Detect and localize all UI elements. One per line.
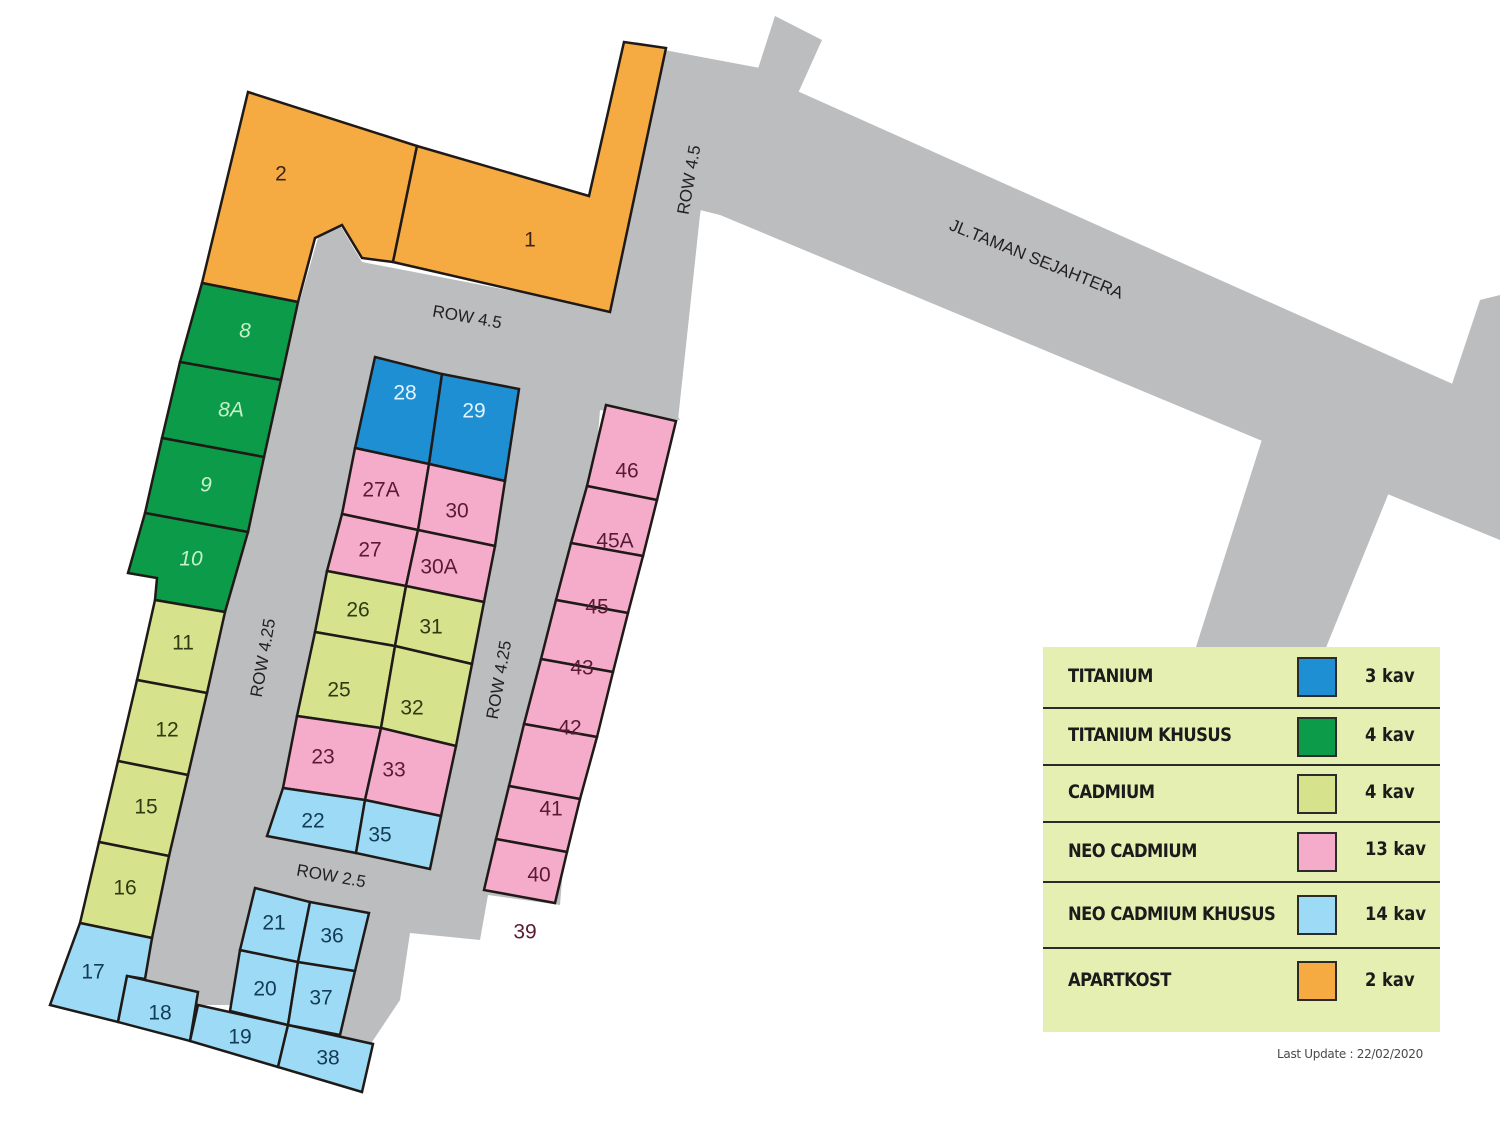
legend-item-titanium: TITANIUM 3 kav <box>1043 647 1440 709</box>
lot-20[interactable] <box>228 948 300 1027</box>
legend-count: 4 kav <box>1365 724 1415 746</box>
legend-count: 2 kav <box>1365 969 1415 991</box>
lot-29[interactable] <box>427 372 521 483</box>
legend-swatch-icon <box>1297 895 1337 935</box>
lot-35[interactable] <box>354 798 443 871</box>
lot-25[interactable] <box>295 630 397 730</box>
lots <box>48 40 678 1094</box>
legend-label: TITANIUM <box>1068 665 1153 687</box>
lot-36[interactable] <box>296 900 371 973</box>
legend-count: 14 kav <box>1365 903 1426 925</box>
lot-39[interactable] <box>482 837 569 905</box>
legend-item-cadmium: CADMIUM 4 kav <box>1043 766 1440 823</box>
legend-label: NEO CADMIUM KHUSUS <box>1068 903 1276 925</box>
legend-swatch-icon <box>1297 657 1337 697</box>
legend-swatch-icon <box>1297 832 1337 872</box>
lot-16[interactable] <box>78 840 171 940</box>
legend-item-neo-cadmium: NEO CADMIUM 13 kav <box>1043 823 1440 883</box>
legend: TITANIUM 3 kav TITANIUM KHUSUS 4 kav CAD… <box>1043 647 1440 1032</box>
legend-label: TITANIUM KHUSUS <box>1068 724 1232 746</box>
main-road <box>664 50 1500 540</box>
legend-label: NEO CADMIUM <box>1068 840 1197 862</box>
lot-46[interactable] <box>585 403 678 502</box>
road-spur-top <box>755 16 822 100</box>
lot-label-39: 39 <box>513 921 536 944</box>
road-branch-right <box>1195 430 1390 650</box>
legend-item-titanium-khusus: TITANIUM KHUSUS 4 kav <box>1043 709 1440 766</box>
road-branch-far-right <box>1450 295 1500 420</box>
legend-swatch-icon <box>1297 774 1337 814</box>
legend-label: CADMIUM <box>1068 781 1155 803</box>
legend-swatch-icon <box>1297 717 1337 757</box>
legend-swatch-icon <box>1297 961 1337 1001</box>
legend-label: APARTKOST <box>1068 969 1171 991</box>
legend-count: 13 kav <box>1365 838 1426 860</box>
last-update-text: Last Update : 22/02/2020 <box>1277 1047 1423 1061</box>
lot-10[interactable] <box>126 511 250 614</box>
lot-38[interactable] <box>276 1023 375 1094</box>
legend-item-apartkost: APARTKOST 2 kav <box>1043 949 1440 1032</box>
legend-count: 4 kav <box>1365 781 1415 803</box>
legend-count: 3 kav <box>1365 665 1415 687</box>
lot-1[interactable] <box>391 40 668 314</box>
lot-23[interactable] <box>281 714 383 802</box>
legend-item-neo-cadmium-khusus: NEO CADMIUM KHUSUS 14 kav <box>1043 883 1440 949</box>
